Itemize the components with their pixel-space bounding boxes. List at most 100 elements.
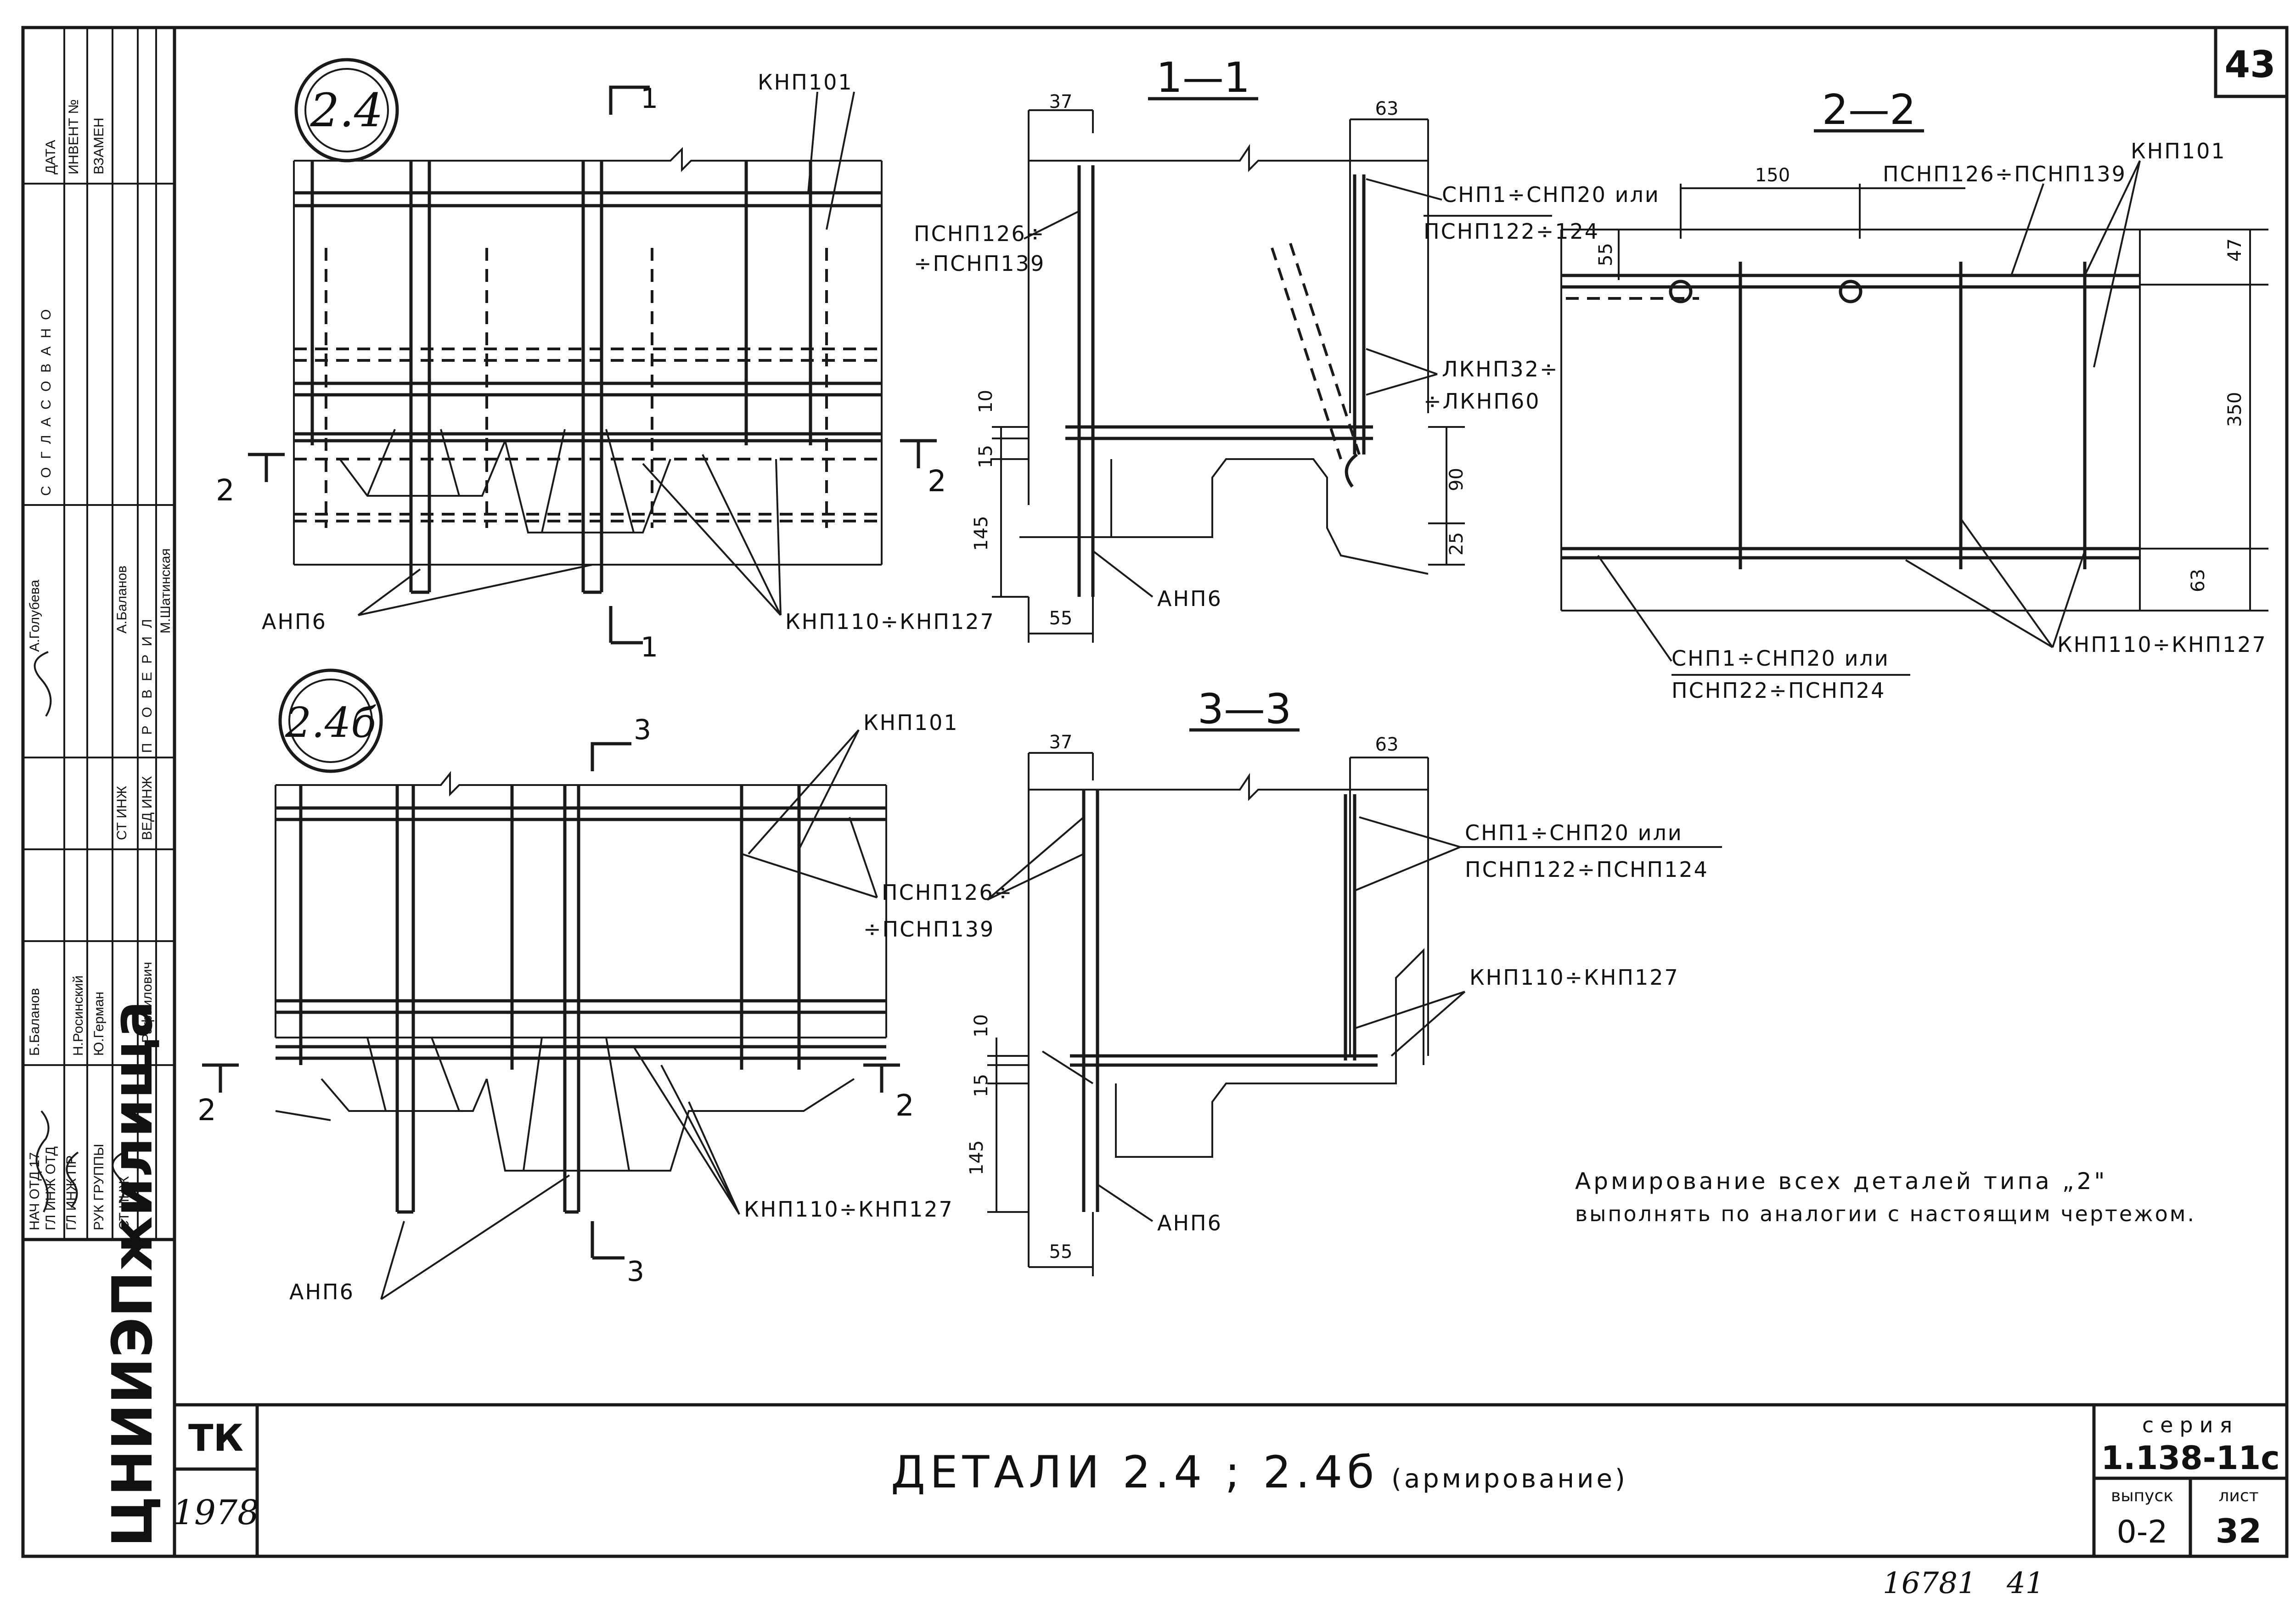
corner-number: 43 — [2224, 43, 2275, 86]
detail-badge-circle-b — [278, 668, 383, 773]
dim-10: 10 — [975, 390, 996, 413]
label-snp1-20: СНП1÷СНП20 или — [1442, 182, 1660, 207]
sheet-number: 32 — [2216, 1512, 2262, 1550]
institute-logo: ЦНИИЭПжилища — [101, 1001, 165, 1547]
stamp-role-right-1: СТ ИНЖ — [114, 785, 129, 840]
cut-label-2-left-b: 2 — [197, 1094, 216, 1128]
section-1-1: 1—1 37 63 10 15 145 90 25 55 ПСНП126÷ ÷П… — [914, 54, 1660, 643]
cut-label-2-left: 2 — [216, 474, 235, 508]
section-3-3: 3—3 37 63 10 15 145 55 СНП1÷СНП20 или ПС… — [966, 685, 1722, 1276]
sheet-title-note: (армирование) — [1391, 1464, 1628, 1494]
stamp-role-1: НАЧ ОТД 17 — [27, 1152, 42, 1230]
year: 1978 — [173, 1493, 259, 1532]
stamp-col-replaces: ВЗАМЕН — [91, 118, 107, 174]
label-anp6: АНП6 — [262, 609, 327, 634]
dim-55-s22: 55 — [1595, 243, 1616, 266]
dim-55-s33: 55 — [1049, 1241, 1073, 1262]
label-lknp60: ÷ЛКНП60 — [1424, 389, 1541, 414]
dim-10-s33: 10 — [971, 1014, 992, 1038]
label-psnp126-b: ПСНП126÷ — [882, 880, 1013, 905]
label-snp1-20-s22: СНП1÷СНП20 или — [1671, 646, 1890, 671]
detail-2-4b: 2.4б 3 3 2 2 КНП101 ПСНП126÷ ÷ПСНП139 АН… — [197, 668, 1013, 1304]
label-psnp122-124: ПСНП122÷124 — [1424, 219, 1599, 244]
section-title-2-2: 2—2 — [1822, 86, 1916, 134]
cut-label-2-right-b: 2 — [895, 1089, 914, 1123]
label-psnp122-124-s33: ПСНП122÷ПСНП124 — [1465, 857, 1709, 882]
dim-145-s33: 145 — [966, 1140, 987, 1175]
label-knp101: КНП101 — [758, 70, 853, 95]
signature-scribble-2 — [66, 1151, 79, 1208]
cut-label-2-right: 2 — [928, 465, 946, 499]
stamp-name-4: А.Рафаилович — [140, 962, 155, 1056]
series-number: 1.138-11с — [2101, 1439, 2279, 1477]
stamp-name-3: Ю.Герман — [91, 992, 107, 1056]
signature-scribble-1 — [35, 1110, 50, 1212]
label-knp101-b: КНП101 — [863, 710, 959, 735]
stamp-role-4: РУК ГРУППЫ — [91, 1144, 107, 1230]
stamp-checked-name-2: М.Шатинская — [158, 548, 173, 634]
issue-number: 0-2 — [2116, 1514, 2167, 1550]
dim-63: 63 — [1375, 98, 1399, 119]
label-knp110-127-s33: КНП110÷КНП127 — [1469, 965, 1679, 990]
label-psnp22-24: ПСНП22÷ПСНП24 — [1671, 678, 1885, 703]
dim-145: 145 — [971, 516, 992, 551]
inventory-handwritten: 16781 — [1883, 1566, 1976, 1599]
stamp-name-1: Б.Баланов — [27, 988, 42, 1056]
section-title-1-1: 1—1 — [1156, 54, 1250, 102]
dim-63-s22: 63 — [2188, 569, 2209, 592]
stamp-checked-name-1: А.Баланов — [114, 566, 129, 634]
series-label: серия — [2142, 1413, 2239, 1437]
general-note-line-2: выполнять по аналогии с настоящим чертеж… — [1575, 1201, 2196, 1226]
label-knp110-127: КНП110÷КНП127 — [785, 609, 995, 634]
stamp-role-5: СТ ИНЖ — [117, 1176, 132, 1230]
dim-63-s33: 63 — [1375, 734, 1399, 755]
label-knp101-s22: КНП101 — [2131, 139, 2226, 163]
issue-label: выпуск — [2111, 1487, 2173, 1505]
label-psnp126: ПСНП126÷ — [914, 221, 1045, 246]
org-code: ТК — [188, 1417, 243, 1459]
label-knp110-127-b: КНП110÷КНП127 — [744, 1197, 954, 1222]
sheet-title: ДЕТАЛИ 2.4 ; 2.4б — [891, 1447, 1379, 1498]
dim-150: 150 — [1755, 165, 1790, 186]
dim-47: 47 — [2224, 238, 2245, 262]
stamp-role-right-2: ВЕД ИНЖ — [140, 776, 155, 840]
signature-scribble-3 — [112, 1151, 124, 1204]
dim-15-s33: 15 — [971, 1074, 992, 1097]
dim-25: 25 — [1446, 532, 1467, 555]
stamp-col-inventory: ИНВЕНТ № — [66, 99, 81, 174]
stamp-col-date: ДАТА — [43, 140, 58, 174]
signature-scribble-4 — [34, 651, 52, 717]
label-psnp126-139: ПСНП126÷ПСНП139 — [1883, 162, 2127, 186]
sheet-label: лист — [2218, 1487, 2258, 1505]
inventory-suffix: 41 — [2006, 1566, 2044, 1599]
cut-label-1-bottom: 1 — [641, 631, 658, 663]
label-anp6-s33: АНП6 — [1157, 1211, 1222, 1235]
sheet-frame — [21, 26, 2289, 1558]
label-snp1-20-s33: СНП1÷СНП20 или — [1465, 820, 1683, 845]
detail-2-4: 2.4 1 — [216, 58, 995, 663]
label-psnp139: ÷ПСНП139 — [914, 251, 1045, 276]
label-anp6-b: АНП6 — [289, 1279, 355, 1304]
cut-label-3-top: 3 — [634, 714, 651, 746]
dim-37: 37 — [1049, 91, 1073, 112]
dim-90: 90 — [1446, 468, 1467, 491]
stamp-name-5: А.Голубева — [27, 579, 42, 652]
dim-37-s33: 37 — [1049, 732, 1073, 753]
dim-55: 55 — [1049, 608, 1073, 629]
general-note-line-1: Армирование всех деталей типа „2" — [1575, 1168, 2107, 1195]
label-lknp32: ЛКНП32÷ — [1442, 357, 1559, 382]
section-2-2: 2—2 150 47 350 63 55 ПСНП126÷ПСНП139 КНП… — [1560, 86, 2268, 703]
cut-label-3-bottom: 3 — [627, 1256, 644, 1288]
label-knp110-127-s22: КНП110÷КНП127 — [2057, 632, 2267, 657]
dim-15: 15 — [975, 445, 996, 468]
stamp-role-2: ГЛ ИНЖ ОТД — [43, 1146, 58, 1230]
section-title-3-3: 3—3 — [1198, 685, 1292, 733]
approval-stamp — [23, 28, 174, 1241]
dim-350: 350 — [2224, 392, 2245, 427]
stamp-name-2: Н.Росинский — [71, 976, 86, 1056]
label-psnp139-b: ÷ПСНП139 — [863, 917, 995, 942]
stamp-agreed-label: СОГЛАСОВАНО — [39, 301, 54, 496]
label-anp6-s11: АНП6 — [1157, 586, 1222, 611]
cut-label-1-top: 1 — [641, 83, 658, 115]
